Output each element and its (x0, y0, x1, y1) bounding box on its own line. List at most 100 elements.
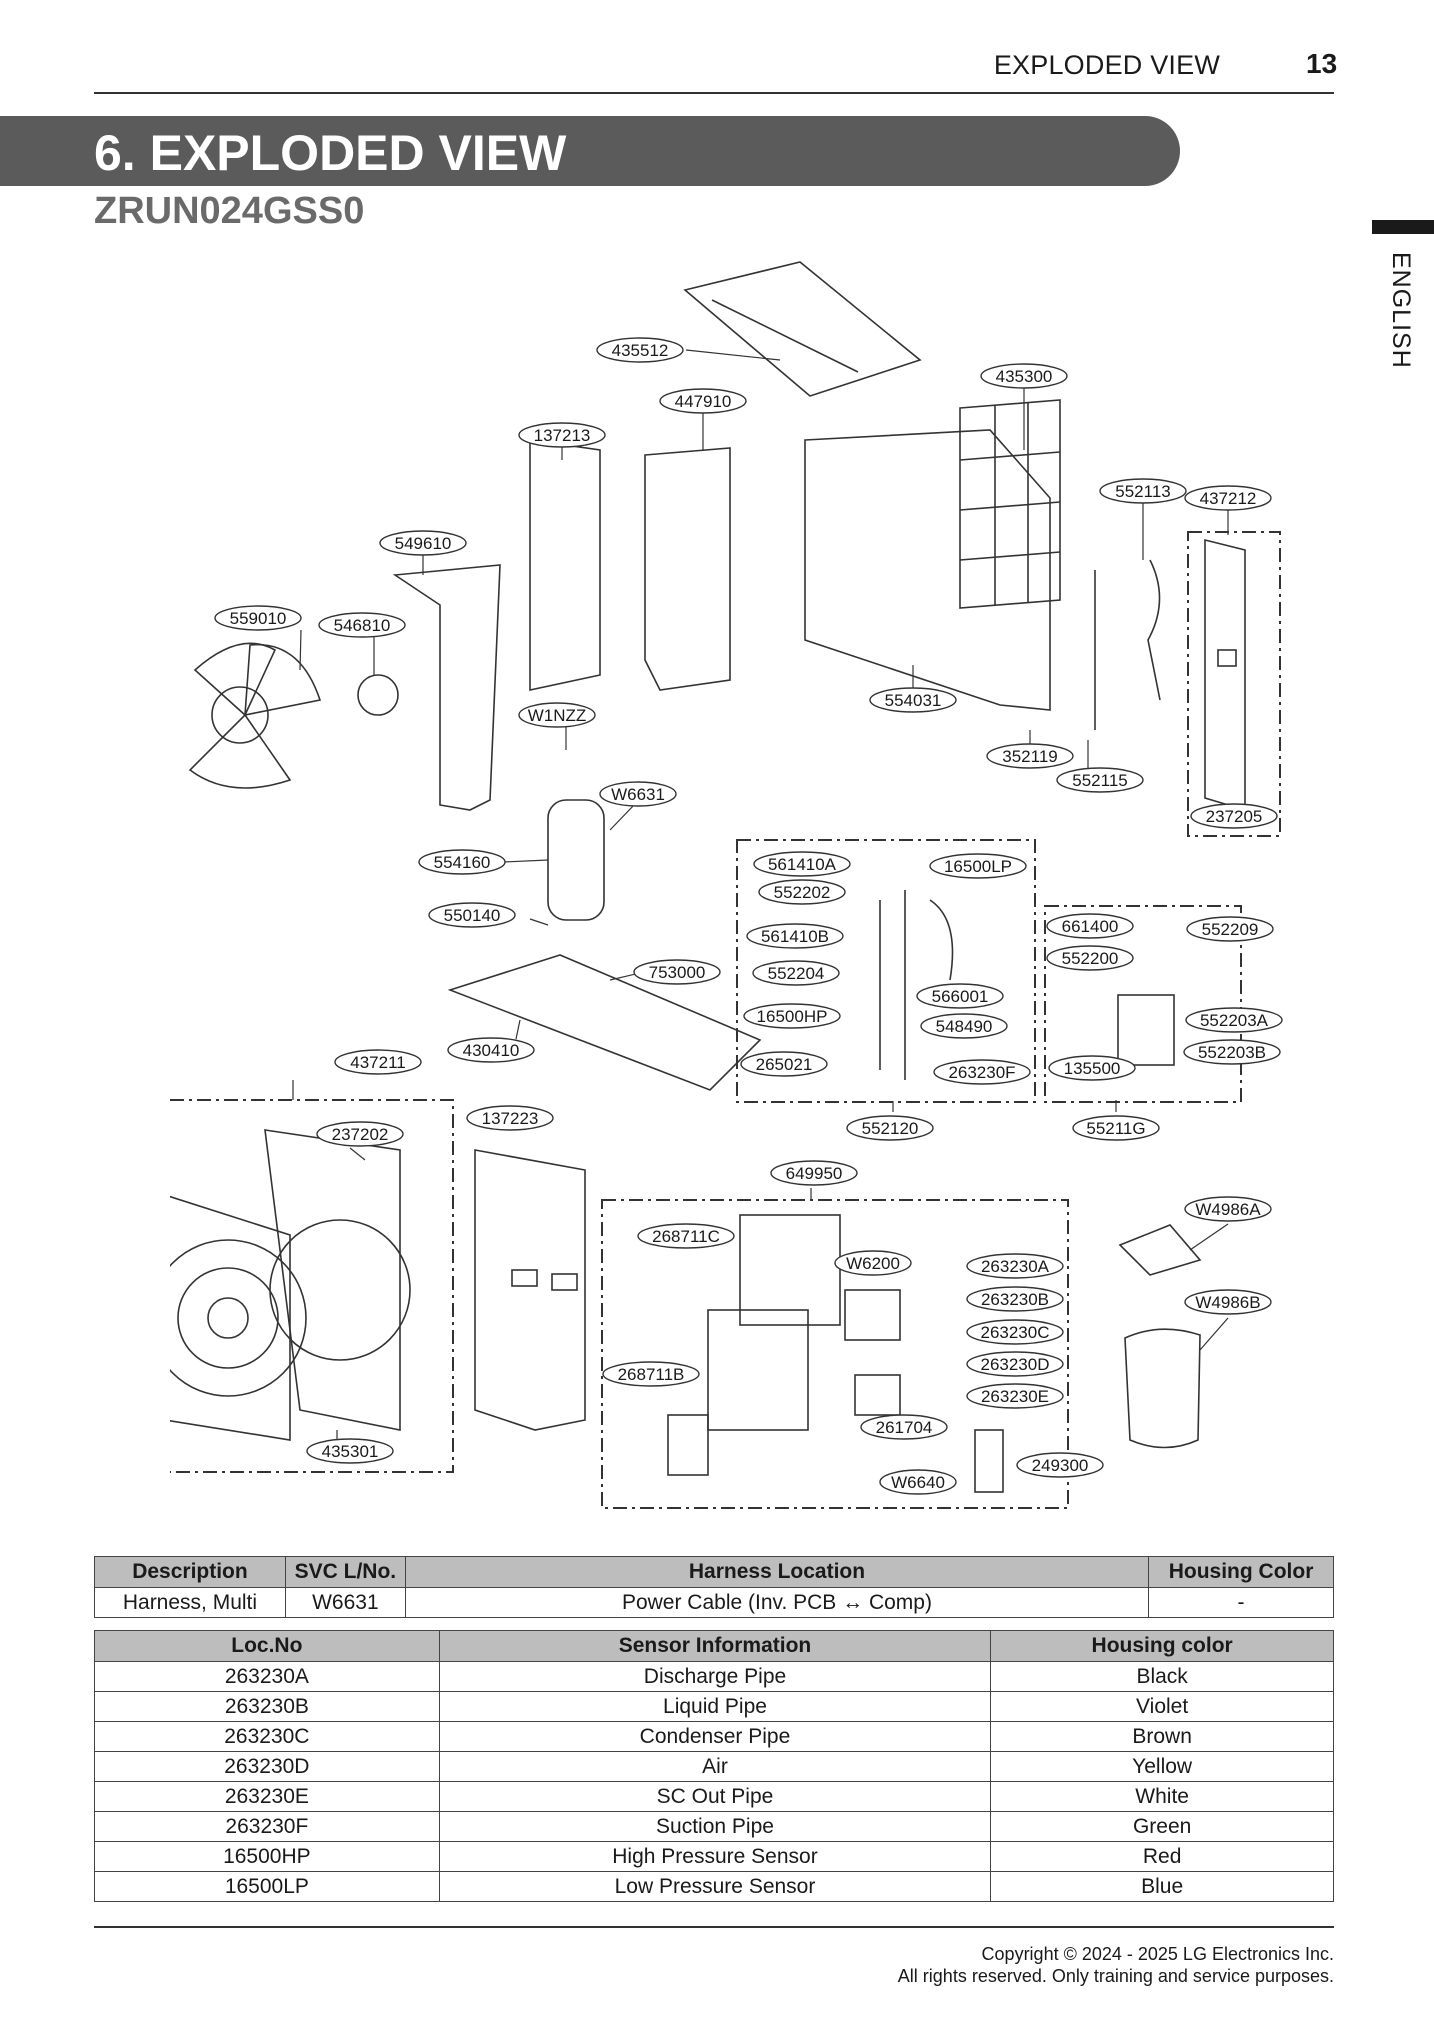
part-label-561410a: 561410A (753, 851, 851, 877)
part-label-549610: 549610 (379, 530, 467, 556)
table-cell: Suction Pipe (438, 1811, 992, 1842)
part-label-430410: 430410 (447, 1037, 535, 1063)
part-label-text: 552115 (1072, 771, 1127, 790)
part-label-layer: 435512 435300 447910 137213 552113 437212 5496… (214, 337, 1283, 1495)
part-label-552202: 552202 (758, 879, 846, 905)
valve-pipes-drawing (879, 890, 954, 1080)
group-box-valve-assembly (736, 839, 1036, 1103)
part-label-16500lp: 16500LP (929, 853, 1027, 879)
table-cell: Violet (990, 1691, 1334, 1722)
part-label-561410b: 561410B (746, 923, 844, 949)
page-number: 13 (1306, 48, 1338, 79)
header-sensor-information: Sensor Information (438, 1630, 992, 1662)
part-label-text: 263230B (981, 1290, 1049, 1309)
table-cell: 263230D (94, 1751, 440, 1782)
part-label-text: 435300 (996, 367, 1053, 386)
part-label-552209: 552209 (1186, 916, 1274, 942)
cover-drawing (1124, 1328, 1201, 1449)
part-label-w6631: W6631 (599, 781, 677, 807)
part-label-text: 268711B (618, 1365, 685, 1384)
table-cell: 263230F (94, 1811, 440, 1842)
part-label-text: 135500 (1064, 1059, 1121, 1078)
top-cover-drawing (683, 261, 922, 397)
part-label-text: 16500LP (944, 857, 1012, 876)
table-cell: Condenser Pipe (438, 1721, 992, 1752)
part-label-text: 447910 (675, 392, 732, 411)
part-label-text: W1NZZ (528, 706, 587, 725)
part-label-text: 550140 (444, 906, 501, 925)
sensor-table-header: Loc.No Sensor Information Housing color (94, 1630, 1334, 1662)
part-label-text: 552203A (1200, 1011, 1269, 1030)
part-label-546810: 546810 (318, 612, 406, 638)
table-cell: Power Cable (Inv. PCB ↔ Comp) (404, 1587, 1150, 1618)
part-label-text: 552202 (774, 883, 831, 902)
part-label-w6640: W6640 (879, 1469, 957, 1495)
table-row: Harness, Multi W6631 Power Cable (Inv. P… (94, 1587, 1334, 1618)
part-label-753000: 753000 (633, 959, 721, 985)
part-label-435512: 435512 (596, 337, 684, 363)
part-label-263230d: 263230D (966, 1351, 1064, 1377)
part-label-text: 261704 (876, 1418, 933, 1437)
header-svc-lno: SVC L/No. (284, 1556, 406, 1588)
page-title: 6. EXPLODED VIEW (94, 125, 567, 181)
wire-guard-drawing (959, 399, 1061, 609)
part-label-text: 753000 (649, 963, 706, 982)
part-label-text: 552200 (1062, 949, 1119, 968)
part-label-552115: 552115 (1056, 767, 1144, 793)
part-label-554031: 554031 (869, 687, 957, 713)
part-label-text: 437212 (1200, 489, 1257, 508)
group-box-control-box (601, 1199, 1069, 1509)
sensor-table: Loc.No Sensor Information Housing color … (94, 1630, 1334, 1902)
part-label-text: 552203B (1198, 1043, 1266, 1062)
table-cell: Green (990, 1811, 1334, 1842)
table-cell: 16500HP (94, 1841, 440, 1872)
header-loc-no: Loc.No (94, 1630, 440, 1662)
part-label-text: 561410B (761, 927, 829, 946)
harness-table: Description SVC L/No. Harness Location H… (94, 1556, 1334, 1618)
header-section: EXPLODED VIEW (993, 50, 1220, 80)
part-label-661400: 661400 (1046, 913, 1134, 939)
part-label-552200: 552200 (1046, 945, 1134, 971)
part-label-text: 263230E (981, 1387, 1049, 1406)
part-label-268711c: 268711C (637, 1223, 735, 1249)
part-label-137213: 137213 (518, 422, 606, 448)
part-label-552120: 552120 (846, 1115, 934, 1141)
heat-exchanger-drawing (804, 429, 1051, 711)
part-label-text: 437211 (350, 1053, 405, 1072)
part-label-text: 55211G (1086, 1119, 1145, 1138)
part-label-552203b: 552203B (1183, 1039, 1281, 1065)
part-label-text: 137213 (534, 426, 591, 445)
header-divider (94, 92, 1334, 94)
part-label-554160: 554160 (418, 849, 506, 875)
fan-motor-drawing (357, 674, 399, 716)
table-cell: 263230E (94, 1781, 440, 1812)
part-label-text: 661400 (1062, 917, 1119, 936)
part-label-text: 559010 (230, 609, 287, 628)
part-label-text: 435512 (612, 341, 669, 360)
part-label-text: 263230F (948, 1063, 1015, 1082)
part-label-261704: 261704 (860, 1414, 948, 1440)
part-label-text: W6631 (611, 785, 665, 804)
table-cell: Liquid Pipe (438, 1691, 992, 1722)
part-label-text: 548490 (936, 1017, 993, 1036)
harness-table-header: Description SVC L/No. Harness Location H… (94, 1556, 1334, 1588)
part-label-55211g: 55211G (1072, 1115, 1160, 1141)
part-label-268711b: 268711B (602, 1361, 700, 1387)
pcb-drawing (739, 1214, 841, 1326)
part-label-text: 552113 (1115, 482, 1170, 501)
pipe-drawing (1147, 559, 1161, 701)
front-grille-drawing (170, 1195, 291, 1441)
part-label-263230e: 263230E (966, 1383, 1064, 1409)
part-label-137223: 137223 (466, 1105, 554, 1131)
part-label-237205: 237205 (1190, 803, 1278, 829)
table-cell: Harness, Multi (94, 1587, 286, 1618)
header-harness-location: Harness Location (404, 1556, 1150, 1588)
part-label-566001: 566001 (916, 983, 1004, 1009)
part-label-437212: 437212 (1184, 485, 1272, 511)
